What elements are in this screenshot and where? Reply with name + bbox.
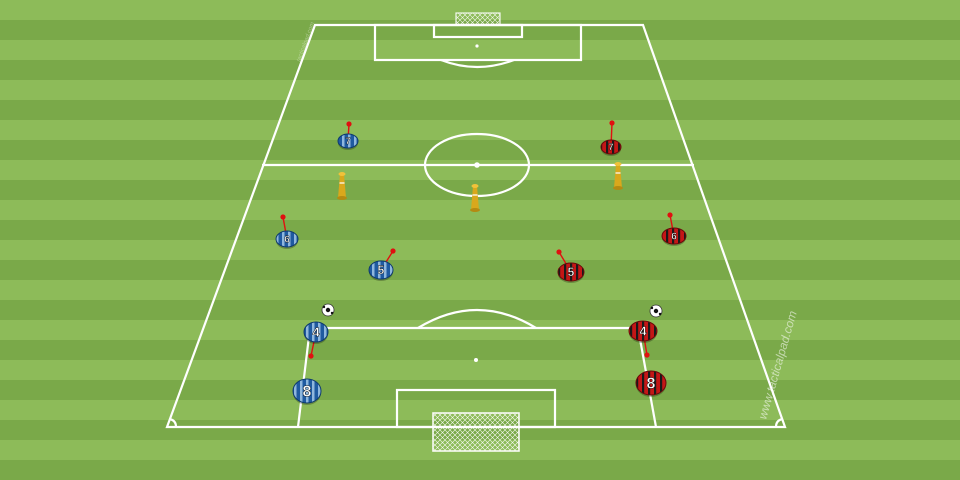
- corner-arc-right: [774, 417, 784, 428]
- corner-arc-left: [168, 417, 178, 428]
- grass-stripe: [0, 20, 960, 40]
- grass-stripe: [0, 320, 960, 340]
- grass-stripe: [0, 400, 960, 420]
- player-number: 6: [284, 235, 290, 246]
- red-player-5: 5: [556, 249, 585, 283]
- cone-icon: [337, 172, 347, 200]
- grass-stripe: [0, 220, 960, 240]
- player-number: 5: [568, 265, 575, 279]
- player-number: 5: [378, 263, 385, 277]
- direction-marker: [609, 120, 615, 126]
- player-number: 8: [647, 375, 656, 392]
- blue-player-4: 4: [303, 321, 329, 359]
- red-player-4: 4: [628, 320, 658, 358]
- balls: [321, 303, 663, 318]
- direction-marker: [390, 248, 396, 254]
- blue-player-5: 5: [368, 248, 396, 281]
- cone-icon: [470, 184, 480, 212]
- bottom-penalty-arc: [417, 308, 537, 329]
- grass-stripe: [0, 360, 960, 380]
- cone-icon: [613, 162, 623, 190]
- player-number: 7: [608, 142, 613, 152]
- grid-left-line: [296, 327, 312, 428]
- direction-marker: [667, 212, 673, 218]
- grass-stripe: [0, 100, 960, 120]
- blue-player-6: 6: [275, 214, 299, 249]
- bottom-goal: [432, 412, 520, 452]
- grass-stripe: [0, 60, 960, 80]
- top-penalty-arc: [440, 58, 515, 69]
- center-spot: [474, 162, 480, 168]
- direction-marker: [644, 352, 650, 358]
- bottom-penalty-spot: [474, 358, 478, 362]
- grass-stripe: [0, 340, 960, 360]
- cones: [337, 162, 623, 212]
- grass-stripe: [0, 120, 960, 140]
- grass-stripe: [0, 240, 960, 260]
- grass-stripe: [0, 280, 960, 300]
- top-goal: [455, 12, 501, 26]
- direction-marker: [346, 121, 352, 127]
- players: 7 6 5 4 8 7 6 5 4 8: [275, 120, 687, 405]
- grass-stripe: [0, 160, 960, 180]
- top-penalty-spot: [475, 44, 479, 48]
- red-player-7: 7: [600, 120, 622, 156]
- direction-marker: [280, 214, 286, 220]
- ball-icon: [321, 303, 335, 317]
- grass-stripe: [0, 180, 960, 200]
- grass-stripe: [0, 140, 960, 160]
- red-player-6: 6: [661, 212, 687, 246]
- grass-stripe: [0, 460, 960, 480]
- player-number: 8: [303, 383, 312, 400]
- ball-icon: [649, 304, 663, 318]
- player-number: 4: [312, 325, 320, 340]
- blue-player-7: 7: [337, 121, 359, 150]
- red-player-8: 8: [635, 370, 667, 397]
- player-number: 6: [671, 232, 677, 243]
- grass-stripe: [0, 80, 960, 100]
- grass-stripe: [0, 40, 960, 60]
- grass-stripe: [0, 260, 960, 280]
- player-number: 7: [345, 136, 350, 146]
- player-number: 4: [639, 324, 647, 339]
- direction-marker: [308, 353, 314, 359]
- grass-stripe: [0, 0, 960, 20]
- direction-marker: [556, 249, 562, 255]
- blue-player-8: 8: [292, 378, 322, 405]
